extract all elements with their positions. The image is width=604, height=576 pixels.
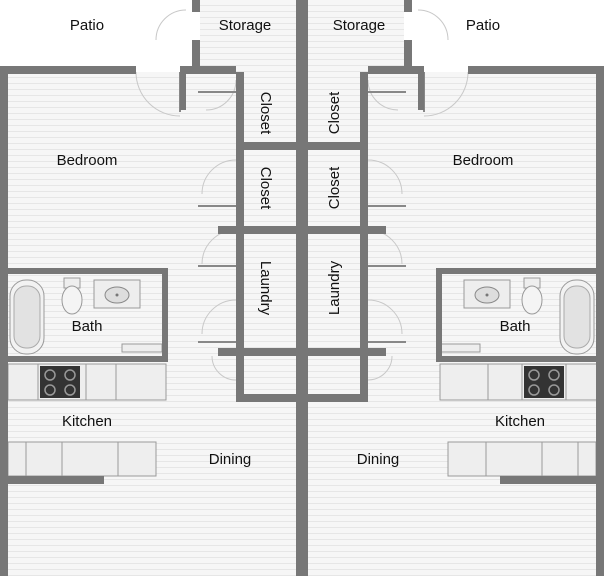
kitchen-right-fixtures <box>439 363 599 477</box>
bath-right-label: Bath <box>500 318 531 335</box>
door-swings <box>135 9 469 381</box>
storage-left-label: Storage <box>219 17 272 34</box>
stove-right-icon <box>524 366 564 398</box>
closet-1-label: Closet <box>257 92 274 135</box>
kitchen-left-fixtures <box>7 363 167 477</box>
stove-left-icon <box>40 366 80 398</box>
bedroom-right-label: Bedroom <box>453 152 514 169</box>
patio-left-label: Patio <box>70 17 104 34</box>
laundry-left-label: Laundry <box>257 261 274 316</box>
vanity-right <box>439 343 481 353</box>
sink-right-icon <box>463 279 511 309</box>
storage-right-label: Storage <box>333 17 386 34</box>
dining-left-label: Dining <box>209 451 252 468</box>
patio-right-label: Patio <box>466 17 500 34</box>
vanity-left <box>121 343 163 353</box>
closet-2-label: Closet <box>257 167 274 210</box>
bathtub-left-icon <box>9 279 45 355</box>
closet-3-label: Closet <box>326 91 343 134</box>
closet-4-label: Closet <box>326 166 343 209</box>
bath-left-label: Bath <box>72 318 103 335</box>
toilet-left-icon <box>61 277 83 315</box>
bedroom-left-label: Bedroom <box>57 152 118 169</box>
kitchen-right-label: Kitchen <box>495 413 545 430</box>
laundry-right-label: Laundry <box>326 260 343 315</box>
dining-right-label: Dining <box>357 451 400 468</box>
sink-left-icon <box>93 279 141 309</box>
bathtub-right-icon <box>559 279 595 355</box>
room-labels: Patio Storage Storage Patio Closet Close… <box>57 17 545 468</box>
toilet-right-icon <box>521 277 543 315</box>
kitchen-left-label: Kitchen <box>62 413 112 430</box>
